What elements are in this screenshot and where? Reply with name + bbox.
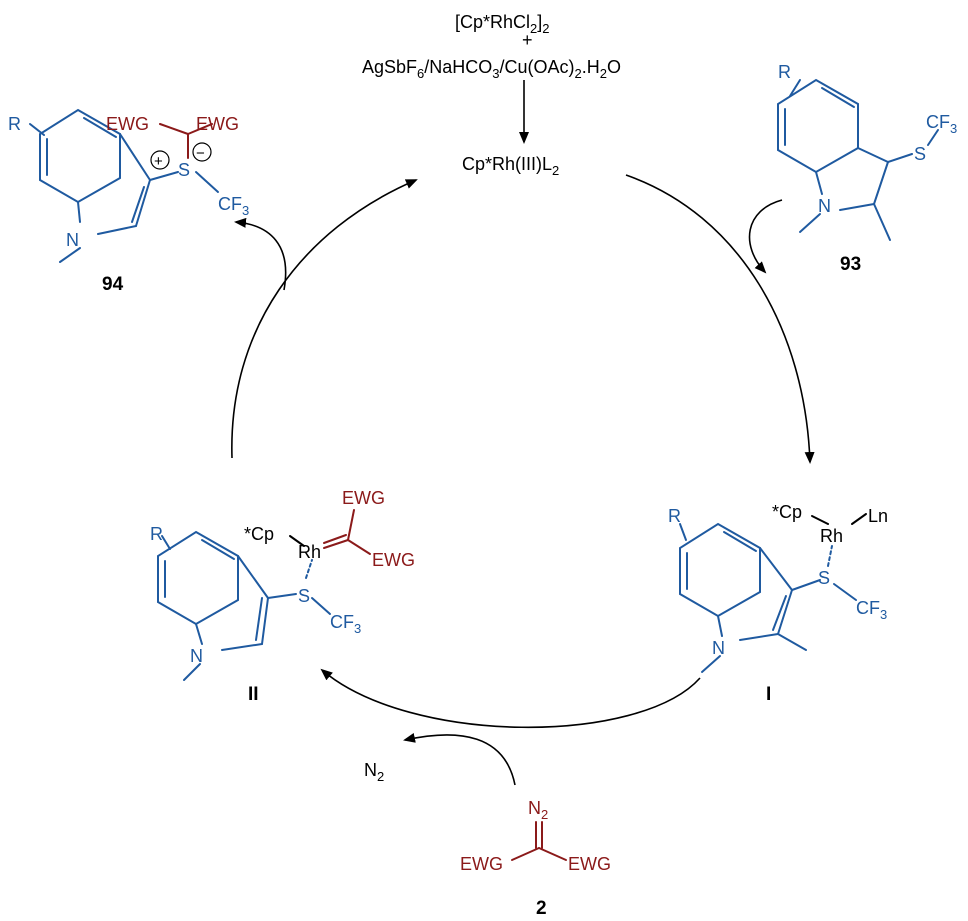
arrow-to-I (625, 174, 815, 464)
cycle-arrows (231, 174, 815, 786)
benzene-ring (679, 522, 761, 618)
cp-star-ligand: *Cp (772, 502, 802, 522)
n-atom: N (818, 196, 831, 216)
ewg-bottom: EWG (372, 550, 415, 570)
product-out-arrow (234, 217, 287, 291)
benzene-ring (777, 78, 859, 174)
plus-sign: + (522, 30, 533, 50)
compound-label-2: 2 (536, 898, 547, 919)
s-atom: S (178, 160, 190, 180)
intermediate-I: R N S CF3 *Cp Rh Ln I (668, 502, 888, 705)
ewg-top: EWG (342, 488, 385, 508)
n-atom: N (66, 230, 79, 250)
diazo-n2: N2 (528, 798, 548, 822)
ewg-left: EWG (106, 114, 149, 134)
compound-label-94: 94 (102, 274, 124, 295)
compound-93: R N S CF3 93 (777, 62, 957, 275)
arrow-to-catalyst (231, 179, 418, 459)
svg-text:+: + (154, 153, 163, 170)
ewg-right: EWG (568, 854, 611, 874)
cf3-group: CF3 (330, 612, 361, 636)
r-substituent: R (8, 114, 21, 134)
compound-label-II: II (248, 684, 259, 705)
s-atom: S (818, 568, 830, 588)
additives-text: AgSbF6/NaHCO3/Cu(OAc)2.H2O (362, 57, 621, 81)
benzene-ring (157, 530, 239, 626)
compound-2: N2 EWG EWG 2 (460, 798, 611, 919)
arrow-to-II (320, 668, 701, 729)
s-atom: S (914, 144, 926, 164)
n-atom: N (712, 638, 725, 658)
s-atom: S (298, 586, 310, 606)
r-substituent: R (150, 524, 163, 544)
compound-label-I: I (766, 684, 771, 705)
svg-text:−: − (196, 145, 205, 162)
ewg-right: EWG (196, 114, 239, 134)
cf3-group: CF3 (856, 598, 887, 622)
cf3-group: CF3 (926, 112, 957, 136)
ln-ligand: Ln (868, 506, 888, 526)
cf3-group: CF3 (218, 194, 249, 218)
n2-release-arrow (403, 732, 516, 786)
precatalyst-text: [Cp*RhCl2]2 (455, 12, 550, 36)
rh-atom: Rh (820, 526, 843, 546)
r-substituent: R (778, 62, 791, 82)
active-catalyst-text: Cp*Rh(III)L2 (462, 154, 559, 178)
positive-charge-icon (150, 150, 170, 170)
substrate-in-arrow (748, 199, 783, 274)
negative-charge-icon (192, 142, 212, 162)
rh-atom: Rh (298, 542, 321, 562)
catalyst-header: [Cp*RhCl2]2 + AgSbF6/NaHCO3/Cu(OAc)2.H2O… (362, 12, 621, 178)
ewg-left: EWG (460, 854, 503, 874)
cp-star-ligand: *Cp (244, 524, 274, 544)
compound-94: R N S CF3 EWG EWG + − 94 (8, 108, 249, 295)
n2-byproduct: N2 (364, 760, 384, 784)
intermediate-II: R N S CF3 *Cp Rh EWG EWG II (150, 488, 415, 705)
compound-label-93: 93 (840, 254, 861, 275)
n-atom: N (190, 646, 203, 666)
r-substituent: R (668, 506, 681, 526)
